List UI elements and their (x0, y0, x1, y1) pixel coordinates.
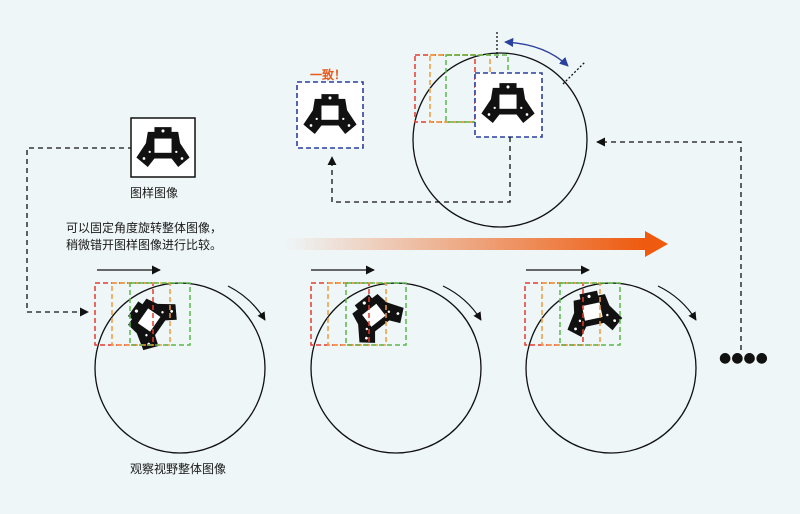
rotation-arc (657, 285, 697, 321)
rotation-angle-arc (504, 37, 569, 67)
connector-template-to-scene (26, 147, 133, 317)
rotation-arc (442, 285, 482, 321)
match-result (296, 81, 364, 149)
scene-circle (94, 282, 266, 454)
rotation-arc (227, 285, 266, 321)
reference-line-rotated (562, 61, 586, 85)
template-label: 图样图像 (130, 186, 179, 200)
scene-matched (412, 32, 588, 228)
scene-label: 观察视野整体图像 (130, 462, 227, 476)
scene-circle (412, 52, 588, 228)
part-icon (560, 286, 625, 340)
connector-scene-to-result (327, 137, 511, 203)
progress-arrow-icon (285, 231, 668, 257)
template-image (130, 117, 196, 178)
continuation-dots: ●●●● (719, 350, 768, 366)
match-label: 一致！ (310, 68, 347, 82)
note-line-2: 稍微错开图样图像进行比较。 (66, 238, 223, 252)
connector-loop-back (596, 137, 742, 350)
scene-3 (524, 265, 697, 454)
scene-1 (94, 265, 266, 454)
part-icon (339, 282, 410, 351)
note-line-1: 可以固定角度旋转整体图像， (66, 221, 223, 235)
scene-2 (310, 265, 482, 454)
